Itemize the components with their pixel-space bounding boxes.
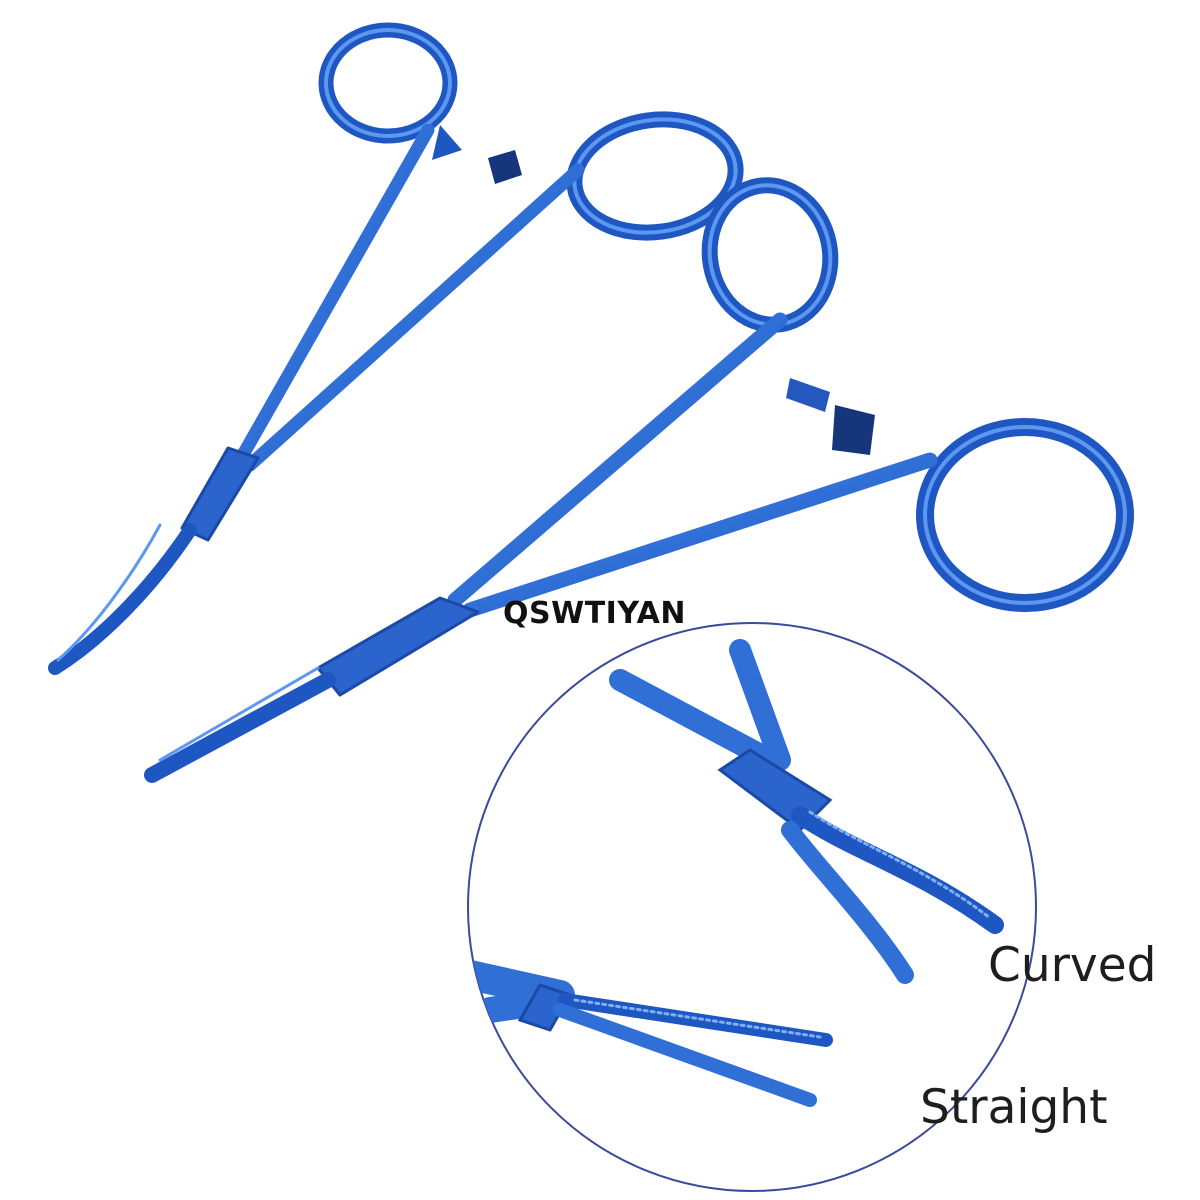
straight-label: Straight — [920, 1080, 1108, 1135]
curved-hemostat-forceps — [48, 22, 744, 675]
detail-inset — [467, 622, 1037, 1192]
curved-label: Curved — [988, 938, 1157, 993]
curved-tip-closeup — [609, 639, 1004, 984]
brand-watermark: QSWTIYAN — [503, 596, 687, 631]
straight-tip-closeup — [468, 960, 833, 1107]
straight-hemostat-forceps — [144, 177, 1134, 783]
